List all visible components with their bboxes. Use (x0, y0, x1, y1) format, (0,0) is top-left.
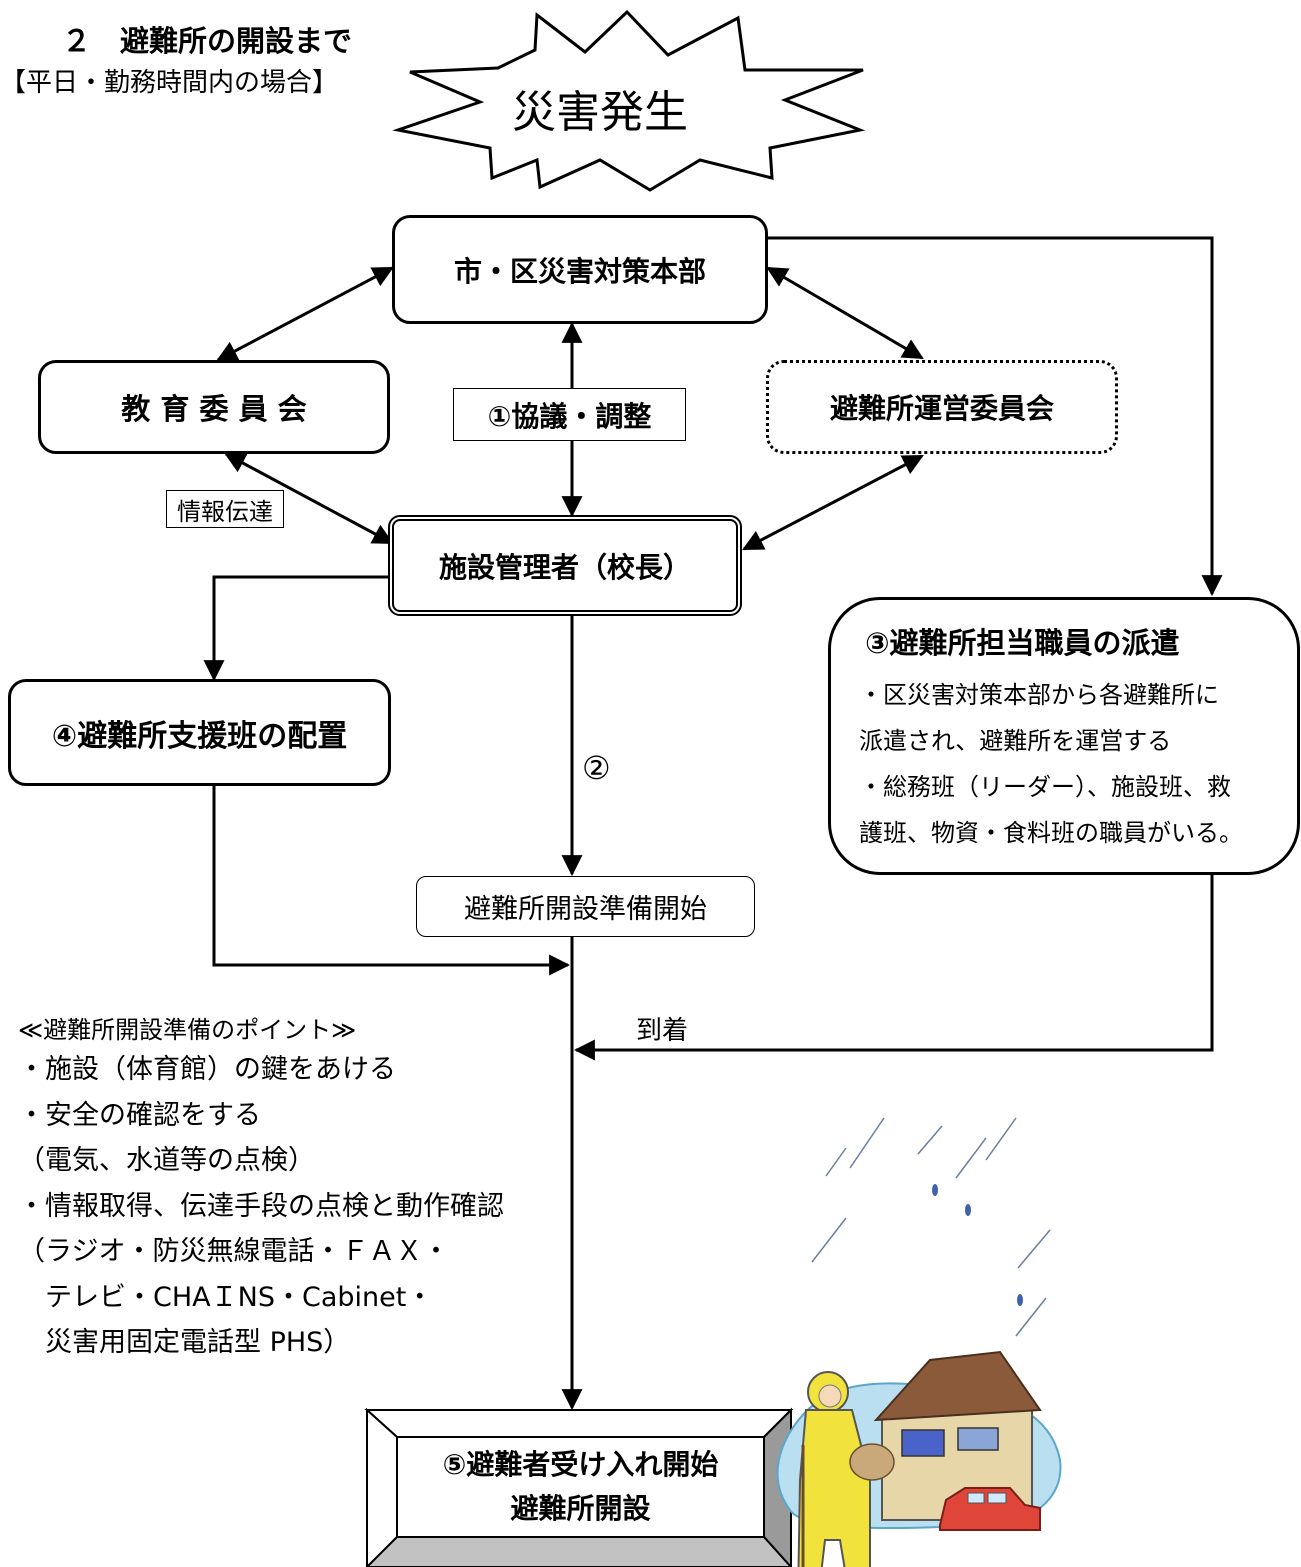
facility-manager-label: 施設管理者（校長） (438, 550, 691, 584)
support-team-box: ④避難所支援班の配置 (8, 679, 391, 786)
disaster-occurrence-label: 災害発生 (512, 87, 688, 138)
arrow-staff-arrival (573, 875, 1214, 1061)
arrow-hq-committee (766, 266, 924, 360)
final-bevel-frame (364, 1407, 794, 1567)
final-line-1: ⑤避難者受け入れ開始 (442, 1448, 719, 1481)
info-transfer-label: 情報伝達 (166, 490, 284, 528)
support-team-label: ④避難所支援班の配置 (51, 718, 348, 754)
shelter-mgmt-committee-label: 避難所運営委員会 (829, 392, 1054, 425)
disaster-burst-shape (392, 9, 866, 192)
prep-point-3: （電気、水道等の点検） (18, 1145, 315, 1176)
prep-point-2: ・安全の確認をする (18, 1099, 261, 1131)
consult-adjust-text: ①協議・調整 (487, 399, 652, 433)
arrow-committee-manager (742, 454, 924, 551)
city-ward-hq-box: 市・区災害対策本部 (392, 215, 768, 324)
final-line-2: 避難所開設 (510, 1492, 651, 1525)
staff-line-2: 派遣され、避難所を運営する (859, 727, 1172, 755)
arrow-hq-to-staff (766, 236, 1223, 597)
flood-evacuee-illustration (776, 1117, 1062, 1567)
section-title: ２ 避難所の開設まで (62, 24, 353, 58)
shelter-mgmt-committee-box: 避難所運営委員会 (766, 360, 1118, 454)
prep-start-label: 避難所開設準備開始 (464, 894, 707, 925)
consult-adjust-label: ①協議・調整 (453, 388, 686, 441)
staff-dispatch-box: ③避難所担当職員の派遣 ・区災害対策本部から各避難所に 派遣され、避難所を運営す… (828, 597, 1300, 875)
prep-point-7: 災害用固定電話型 PHS） (18, 1327, 351, 1358)
section-subtitle: 【平日・勤務時間内の場合】 (0, 68, 339, 98)
staff-dispatch-title: ③避難所担当職員の派遣 (865, 626, 1180, 660)
facility-manager-box: 施設管理者（校長） (388, 515, 742, 616)
info-transfer-text: 情報伝達 (177, 497, 273, 526)
prep-point-6: テレビ・CHAＩNS・Cabinet・ (18, 1281, 434, 1313)
arrow-manager-support (203, 575, 392, 682)
staff-line-3: ・総務班（リーダー）、施設班、救 (859, 773, 1231, 801)
arrow-hq-education (216, 266, 394, 362)
arrival-label: 到着 (636, 1016, 689, 1046)
prep-points-title: ≪避難所開設準備のポイント≫ (18, 1016, 357, 1044)
prep-point-1: ・施設（体育館）の鍵をあける (18, 1054, 396, 1085)
prep-point-4: ・情報取得、伝達手段の点検と動作確認 (18, 1190, 504, 1222)
education-board-box: 教 育 委 員 会 (38, 360, 390, 454)
staff-line-4: 護班、物資・食料班の職員がいる。 (859, 819, 1243, 847)
final-box-text: ⑤避難者受け入れ開始 避難所開設 (397, 1437, 764, 1537)
prep-start-box: 避難所開設準備開始 (416, 876, 755, 937)
staff-dispatch-description: ・区災害対策本部から各避難所に 派遣され、避難所を運営する ・総務班（リーダー）… (859, 672, 1243, 856)
education-board-label: 教 育 委 員 会 (121, 392, 307, 426)
city-ward-hq-label: 市・区災害対策本部 (453, 254, 706, 288)
staff-line-1: ・区災害対策本部から各避難所に (859, 681, 1219, 709)
step-2-label: ② (582, 749, 611, 787)
arrow-education-manager (224, 452, 394, 545)
arrow-support-main (212, 786, 571, 976)
prep-point-5: （ラジオ・防災無線電話・ＦＡＸ・ (18, 1236, 450, 1267)
prep-points-list: ・施設（体育館）の鍵をあける ・安全の確認をする （電気、水道等の点検） ・情報… (18, 1047, 504, 1366)
